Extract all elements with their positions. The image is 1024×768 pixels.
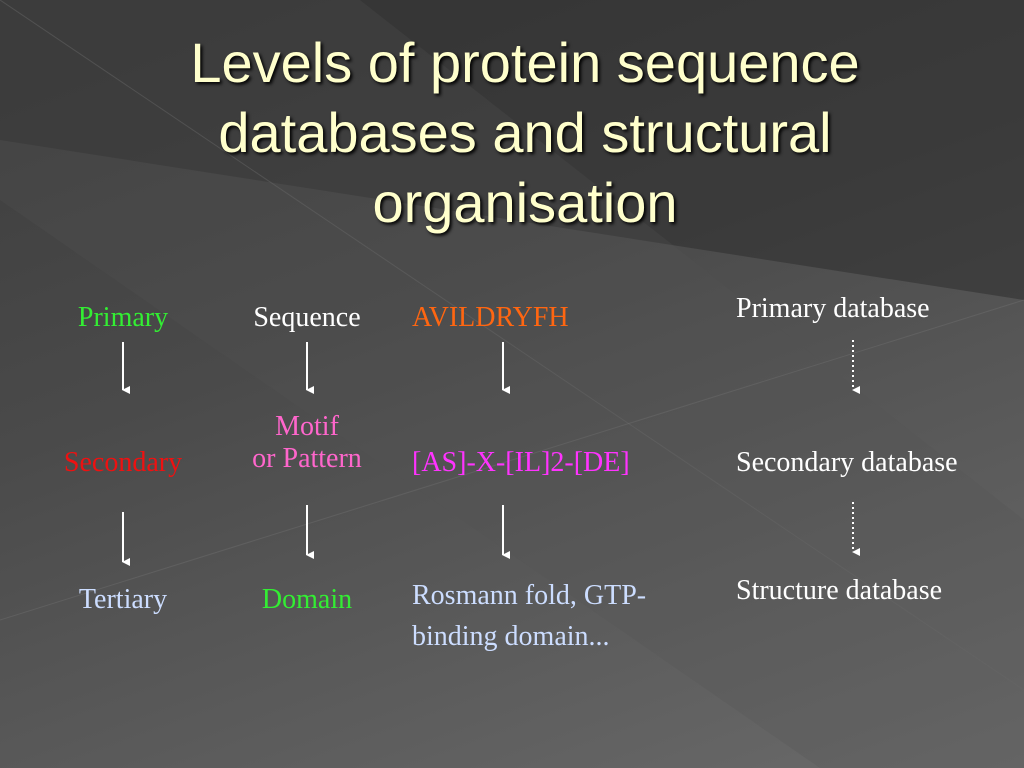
example-domain-line-1: Rosmann fold, GTP-	[412, 580, 647, 611]
kind-domain: Domain	[261, 584, 353, 615]
title-line-2: databases and structural	[218, 101, 832, 164]
example-sequence: AVILDRYFH	[412, 302, 569, 333]
kind-motif: Motif or Pattern	[232, 411, 382, 475]
title-line-1: Levels of protein sequence	[190, 31, 860, 94]
level-primary: Primary	[77, 302, 169, 333]
db-primary: Primary database	[736, 293, 930, 324]
level-tertiary: Tertiary	[78, 584, 168, 615]
example-pattern: [AS]-X-[IL]2-[DE]	[412, 447, 630, 478]
title-line-3: organisation	[372, 171, 678, 234]
slide-title: Levels of protein sequence databases and…	[60, 28, 990, 238]
kind-motif-line-2: or Pattern	[252, 443, 362, 474]
level-secondary: Secondary	[63, 447, 183, 478]
example-domain: Rosmann fold, GTP- binding domain...	[412, 575, 646, 657]
kind-sequence: Sequence	[253, 302, 361, 333]
kind-motif-line-1: Motif	[275, 411, 339, 442]
db-structure: Structure database	[736, 575, 943, 606]
db-secondary: Secondary database	[736, 447, 958, 478]
example-domain-line-2: binding domain...	[412, 621, 610, 652]
